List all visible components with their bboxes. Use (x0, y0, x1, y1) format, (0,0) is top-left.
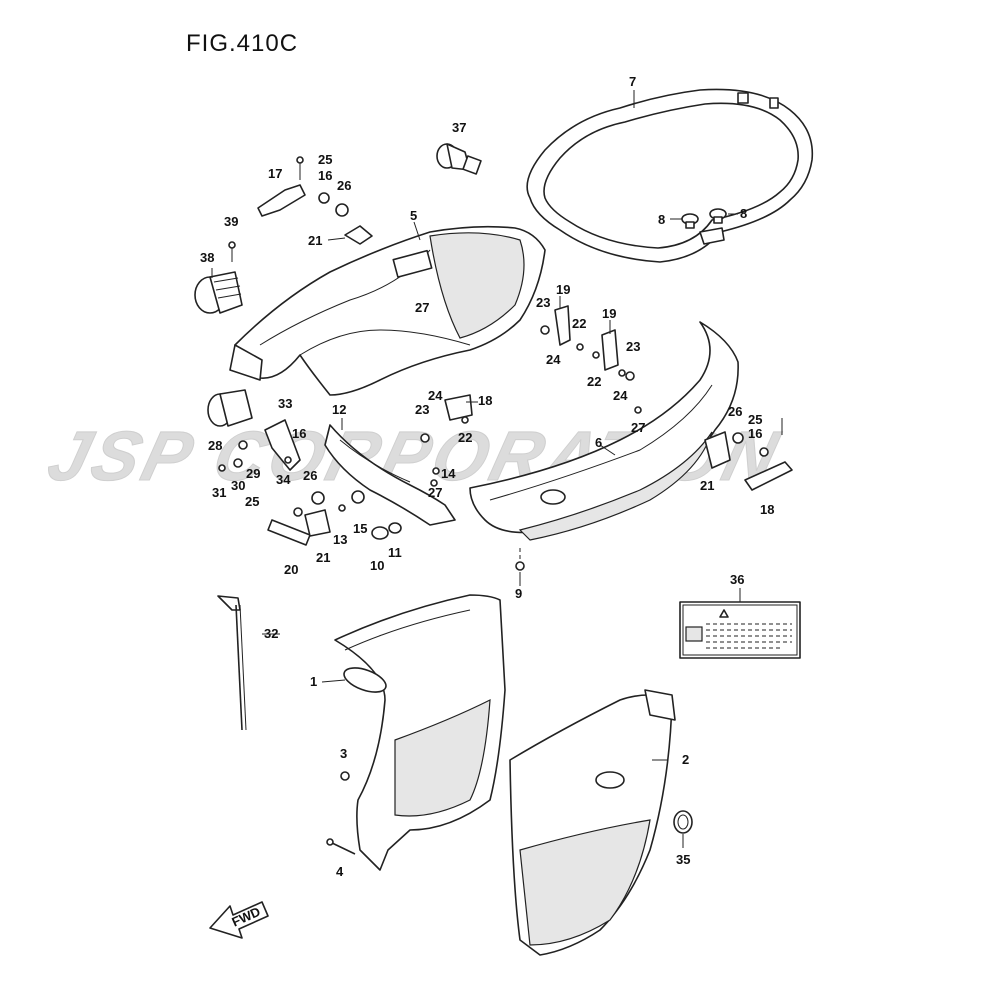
part-28-grommet (207, 389, 253, 427)
callout-23c: 23 (415, 402, 429, 417)
callout-19b: 19 (602, 306, 616, 321)
callout-24c: 24 (428, 388, 443, 403)
callout-33: 33 (278, 396, 292, 411)
callout-numbers: 7 37 25 17 16 26 39 5 21 8 8 38 27 19 23… (200, 74, 774, 879)
part-17-lock-assembly (257, 156, 373, 245)
callout-34: 34 (276, 472, 291, 487)
callout-28: 28 (208, 438, 222, 453)
callout-16c: 16 (292, 426, 306, 441)
part-20-lock-assembly (267, 467, 440, 546)
part-37-fitting (436, 143, 482, 175)
part-8-plugs (681, 208, 727, 229)
part-7-seal (526, 88, 814, 263)
callout-26b: 26 (728, 404, 742, 419)
part-12-bracket (324, 424, 456, 526)
part-5-upper-cover (229, 225, 546, 396)
callout-12: 12 (332, 402, 346, 417)
part-4-bolt (326, 838, 356, 855)
part-39-screw (228, 241, 236, 262)
part-18-lock-assembly (704, 418, 793, 491)
callout-25b: 25 (748, 412, 762, 427)
callout-9: 9 (515, 586, 522, 601)
callout-37: 37 (452, 120, 466, 135)
callout-35: 35 (676, 852, 690, 867)
callout-19a: 19 (556, 282, 570, 297)
callout-30: 30 (231, 478, 245, 493)
small-fasteners-left (218, 440, 292, 472)
callout-16b: 16 (748, 426, 762, 441)
callout-29: 29 (246, 466, 260, 481)
callout-27b: 27 (631, 420, 645, 435)
part-33-bracket (264, 419, 301, 471)
callout-20: 20 (284, 562, 298, 577)
callout-32: 32 (264, 626, 278, 641)
callout-7: 7 (629, 74, 636, 89)
callout-8a: 8 (658, 212, 665, 227)
callout-21c: 21 (316, 550, 330, 565)
callout-8b: 8 (740, 206, 747, 221)
callout-26c: 26 (303, 468, 317, 483)
part-35-grommet (673, 810, 693, 834)
callout-23a: 23 (536, 295, 550, 310)
callout-17: 17 (268, 166, 282, 181)
callout-36: 36 (730, 572, 744, 587)
callout-22b: 22 (587, 374, 601, 389)
callout-3: 3 (340, 746, 347, 761)
callout-1: 1 (310, 674, 317, 689)
part-32-rod (217, 595, 247, 731)
part-38-grommet (194, 271, 243, 314)
callout-13: 13 (333, 532, 347, 547)
part-1-lower-cover (334, 594, 506, 871)
callout-21a: 21 (308, 233, 322, 248)
callout-26a: 26 (337, 178, 351, 193)
callout-27a: 27 (415, 300, 429, 315)
part-19-latches (420, 305, 642, 443)
part-6-front-cover (469, 321, 739, 541)
callout-39: 39 (224, 214, 238, 229)
part-3-bolt (340, 771, 350, 781)
callout-16a: 16 (318, 168, 332, 183)
callout-10: 10 (370, 558, 384, 573)
callout-21b: 21 (700, 478, 714, 493)
part-36-warning-label (679, 601, 801, 659)
callout-19c: 18 (478, 393, 492, 408)
callout-22c: 22 (458, 430, 472, 445)
callout-27c: 27 (428, 485, 442, 500)
callout-23b: 23 (626, 339, 640, 354)
callout-4: 4 (336, 864, 344, 879)
callout-6: 6 (595, 435, 602, 450)
callout-24a: 24 (546, 352, 561, 367)
callout-11: 11 (388, 545, 402, 560)
callout-2: 2 (682, 752, 689, 767)
callout-24b: 24 (613, 388, 628, 403)
callout-14: 14 (441, 466, 456, 481)
figure-title: FIG.410C (186, 30, 299, 57)
callout-18: 18 (760, 502, 774, 517)
callout-25c: 25 (245, 494, 259, 509)
callout-5: 5 (410, 208, 417, 223)
part-9-screw (515, 548, 525, 571)
leader-lines (211, 90, 741, 848)
callout-31: 31 (212, 485, 226, 500)
part-2-lower-cover (509, 689, 676, 956)
callout-25a: 25 (318, 152, 332, 167)
callout-38: 38 (200, 250, 214, 265)
callout-22a: 22 (572, 316, 586, 331)
callout-15: 15 (353, 521, 367, 536)
fwd-arrow: FWD (209, 901, 269, 939)
